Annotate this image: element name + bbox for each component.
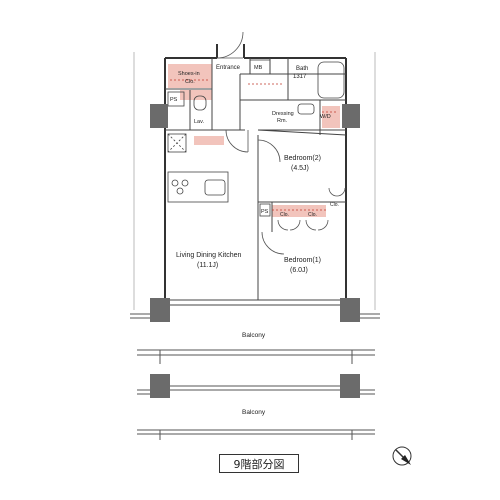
column — [340, 298, 360, 322]
stove-burner — [176, 187, 184, 195]
closet-c-label: Clo. — [330, 202, 339, 208]
mb-box — [249, 59, 271, 75]
floor-caption: 9階部分図 — [219, 454, 299, 473]
bath-label: Bath — [296, 66, 308, 72]
shoes-in-label: Shoes-in — [178, 71, 200, 77]
lav-counter-zone — [194, 136, 224, 145]
fridge — [167, 133, 187, 153]
room-labels: Entrance MB Bath 1317 Shoes-in Clo. PS L… — [170, 65, 339, 416]
accent-zones — [168, 64, 340, 217]
bedroom-2-label: Bedroom(2) — [284, 155, 321, 162]
balcony-1-label: Balcony — [242, 332, 266, 339]
mb-label: MB — [254, 65, 263, 71]
walls — [164, 44, 347, 300]
washbasin — [297, 103, 315, 115]
dressing-label: Dressing — [272, 111, 294, 117]
north-arrow-icon — [392, 446, 412, 466]
ps-mid-label: PS — [261, 209, 269, 215]
entrance-label: Entrance — [216, 65, 241, 71]
shoes-clo-label: Clo. — [185, 79, 195, 85]
bedroom-closet-zone — [272, 205, 326, 217]
bedroom-1-label: Bedroom(1) — [284, 257, 321, 264]
columns — [150, 104, 360, 398]
bedroom-1-size-label: (6.0J) — [290, 267, 308, 274]
column — [340, 374, 360, 398]
exterior-lines — [130, 52, 380, 440]
closet-a-label: Clo. — [280, 212, 289, 218]
dashed-lines — [170, 79, 338, 211]
kitchen-counter — [167, 171, 229, 203]
column — [150, 298, 170, 322]
stove-burner — [171, 179, 179, 187]
lav-label: Lav. — [194, 119, 204, 125]
shoes-shelf-zone — [180, 90, 212, 100]
column — [342, 104, 360, 128]
ps-shaft — [167, 91, 185, 107]
wd-zone — [322, 106, 340, 128]
bedroom-2-size-label: (4.5J) — [291, 165, 309, 172]
stove-burner — [181, 179, 189, 187]
column — [150, 104, 168, 128]
column — [150, 374, 170, 398]
dressing-rm-label: Rm. — [277, 118, 288, 124]
door-swings — [216, 31, 346, 255]
ldk-label: Living Dining Kitchen — [176, 252, 241, 259]
wd-label: W/D — [320, 114, 331, 120]
kitchen-sink — [204, 179, 226, 196]
ldk-size-label: (11.1J) — [197, 262, 218, 269]
closet-b-label: Clo. — [308, 212, 317, 218]
ps-shaft-mid — [259, 203, 271, 217]
bath-size-label: 1317 — [293, 74, 307, 80]
bathtub — [317, 61, 345, 99]
balcony-2-label: Balcony — [242, 409, 266, 416]
shoes-in-closet-zone — [168, 64, 212, 88]
bath-fixtures — [167, 59, 345, 217]
ps-top-label: PS — [170, 97, 178, 103]
toilet — [193, 95, 207, 111]
